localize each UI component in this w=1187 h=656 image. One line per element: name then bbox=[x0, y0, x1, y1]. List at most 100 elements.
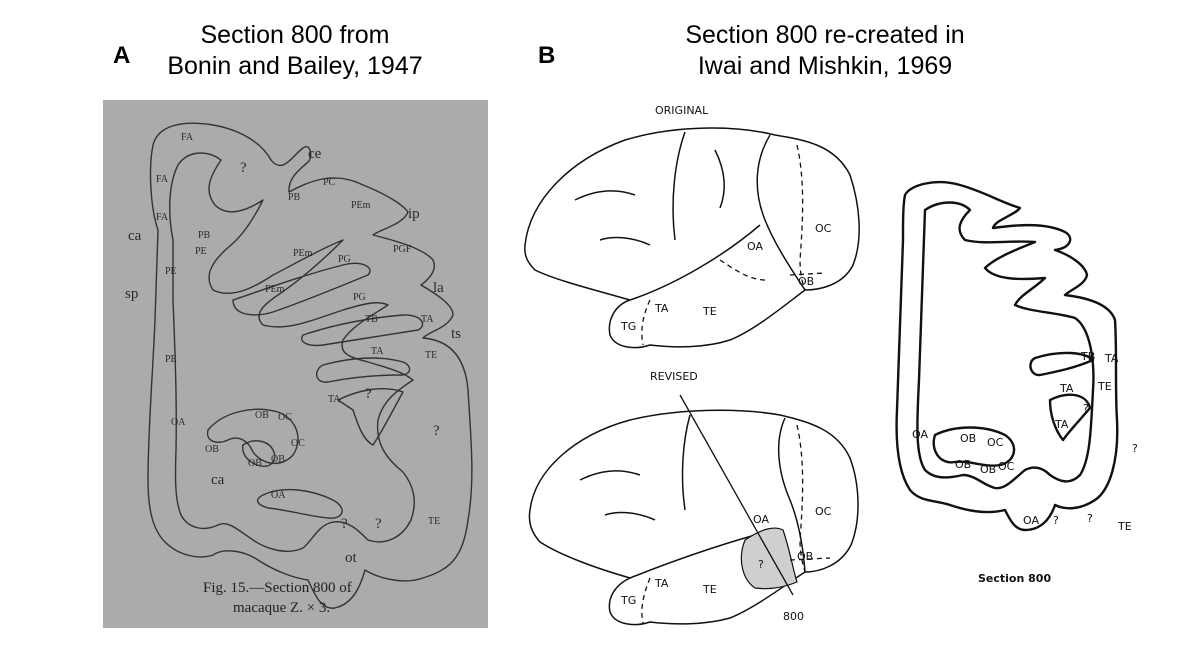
label-a-FA-3: FA bbox=[156, 212, 169, 223]
panel-b-title-line1: Section 800 re-created in bbox=[685, 21, 965, 49]
revised-label-TA: TA bbox=[654, 577, 669, 590]
label-a-OB-2: OB bbox=[205, 444, 219, 455]
original-label-OB: OB bbox=[798, 275, 814, 288]
gyrus-fold-3 bbox=[316, 357, 411, 383]
revised-label-OA: OA bbox=[753, 513, 769, 526]
label-a-TA-2: TA bbox=[371, 346, 384, 357]
section-label-question-1: ? bbox=[1083, 402, 1089, 415]
label-a-PG-2: PG bbox=[353, 292, 366, 303]
section-label-question-3: ? bbox=[1053, 514, 1059, 527]
label-a-FA-1: FA bbox=[181, 132, 194, 143]
panel-a-brain-section-figure: FA FA FA ? ce PB PC PEm ip ca PB PE PE s… bbox=[103, 100, 488, 628]
label-a-ca-1: ca bbox=[128, 228, 142, 244]
label-a-OB-3: OB bbox=[248, 458, 262, 469]
original-brain-label: ORIGINAL bbox=[655, 104, 709, 117]
gyrus-fold-1 bbox=[232, 262, 371, 316]
label-a-FA-2: FA bbox=[156, 174, 169, 185]
section-outline-inner bbox=[169, 152, 415, 552]
label-a-ip: ip bbox=[408, 206, 420, 222]
label-a-question-1: ? bbox=[240, 160, 247, 176]
label-a-PGF: PGF bbox=[393, 244, 412, 255]
section-800-outline bbox=[895, 181, 1119, 532]
section-outline-outer bbox=[147, 122, 473, 609]
section-label-OC-2: OC bbox=[998, 460, 1015, 473]
revised-label-TG: TG bbox=[620, 594, 636, 607]
section-800-line bbox=[679, 394, 794, 596]
label-a-PC: PC bbox=[323, 177, 336, 188]
section-label-OA-1: OA bbox=[912, 428, 928, 441]
label-a-question-3: ? bbox=[433, 423, 440, 439]
label-a-PEm-1: PEm bbox=[351, 200, 371, 211]
label-a-PE-2: PE bbox=[165, 266, 177, 277]
revised-brain-boundaries bbox=[641, 424, 831, 624]
label-a-PEm-3: PEm bbox=[265, 284, 285, 295]
original-brain-boundaries bbox=[641, 144, 826, 346]
panel-a-title-line2: Bonin and Bailey, 1947 bbox=[167, 52, 423, 80]
original-label-TE: TE bbox=[702, 305, 717, 318]
occipital-fold-2 bbox=[242, 440, 276, 467]
label-a-PB-2: PB bbox=[198, 230, 211, 241]
section-label-TA-1: TA bbox=[1104, 352, 1119, 365]
label-a-PE-1: PE bbox=[195, 246, 207, 257]
revised-label-OB: OB bbox=[797, 550, 813, 563]
label-a-question-5: ? bbox=[375, 516, 382, 532]
section-label-OA-2: OA bbox=[1023, 514, 1039, 527]
panel-a-letter: A bbox=[113, 42, 131, 69]
label-a-TB: TB bbox=[365, 314, 378, 325]
label-a-OB-1: OB bbox=[255, 410, 269, 421]
label-a-TA-3: TA bbox=[328, 394, 341, 405]
section-label-question-4: ? bbox=[1087, 512, 1093, 525]
panel-a-title: Section 800 from Bonin and Bailey, 1947 bbox=[140, 20, 450, 82]
section-label-TA-2: TA bbox=[1059, 382, 1074, 395]
label-a-PG-1: PG bbox=[338, 254, 351, 265]
original-label-TA: TA bbox=[654, 302, 669, 315]
panel-a-caption-line2: macaque Z. × 3. bbox=[233, 600, 330, 616]
revised-brain-outline bbox=[528, 409, 859, 626]
original-brain-outline bbox=[524, 127, 860, 349]
panel-b-title-line2: Iwai and Mishkin, 1969 bbox=[697, 52, 953, 80]
revised-label-OC: OC bbox=[815, 505, 832, 518]
original-label-OA: OA bbox=[747, 240, 763, 253]
revised-label-question: ? bbox=[758, 558, 764, 571]
label-a-ce: ce bbox=[308, 146, 322, 162]
label-a-PB-1: PB bbox=[288, 192, 301, 203]
original-label-OC: OC bbox=[815, 222, 832, 235]
gyrus-fold-4 bbox=[337, 388, 404, 446]
label-a-TA-1: TA bbox=[421, 314, 434, 325]
section-label-OC-1: OC bbox=[987, 436, 1004, 449]
revised-shaded-region bbox=[740, 527, 798, 590]
label-a-ts: ts bbox=[451, 326, 461, 342]
section-label-TA-3: TA bbox=[1054, 418, 1069, 431]
label-a-OC-1: OC bbox=[278, 412, 292, 423]
section-800-number: 800 bbox=[783, 610, 804, 623]
label-a-PEm-2: PEm bbox=[293, 248, 313, 259]
panel-b-drawings: ORIGINAL OC OA OB TA TE TG REVISED 800 O bbox=[524, 104, 1138, 626]
section-label-TB: TB bbox=[1080, 350, 1095, 363]
label-a-la: la bbox=[433, 280, 444, 296]
section-800-caption: Section 800 bbox=[978, 572, 1051, 585]
revised-label-TE: TE bbox=[702, 583, 717, 596]
section-label-TE-2: TE bbox=[1117, 520, 1132, 533]
original-label-TG: TG bbox=[620, 320, 636, 333]
section-label-question-2: ? bbox=[1132, 442, 1138, 455]
label-a-OA-2: OA bbox=[271, 490, 286, 501]
label-a-ot: ot bbox=[345, 550, 358, 566]
gyrus-fold-2 bbox=[301, 314, 424, 347]
label-a-OC-2: OC bbox=[291, 438, 305, 449]
label-a-question-2: ? bbox=[365, 386, 372, 402]
occipital-fold-1 bbox=[206, 408, 299, 464]
panel-b-letter: B bbox=[538, 42, 556, 69]
panel-a-caption-line1: Fig. 15.—Section 800 of bbox=[203, 580, 352, 596]
panel-a-title-line1: Section 800 from bbox=[200, 21, 390, 49]
label-a-question-4: ? bbox=[341, 516, 348, 532]
label-a-OB-4: OB bbox=[271, 454, 285, 465]
label-a-sp: sp bbox=[125, 286, 138, 302]
label-a-OA-1: OA bbox=[171, 417, 186, 428]
revised-brain-label: REVISED bbox=[650, 370, 698, 383]
label-a-ca-2: ca bbox=[211, 472, 225, 488]
panel-a-section-drawing: FA FA FA ? ce PB PC PEm ip ca PB PE PE s… bbox=[125, 122, 473, 616]
occipital-fold-3 bbox=[256, 488, 343, 519]
section-label-TE-1: TE bbox=[1097, 380, 1112, 393]
panel-b-title: Section 800 re-created in Iwai and Mishk… bbox=[640, 20, 1010, 82]
section-label-OB-1: OB bbox=[960, 432, 976, 445]
